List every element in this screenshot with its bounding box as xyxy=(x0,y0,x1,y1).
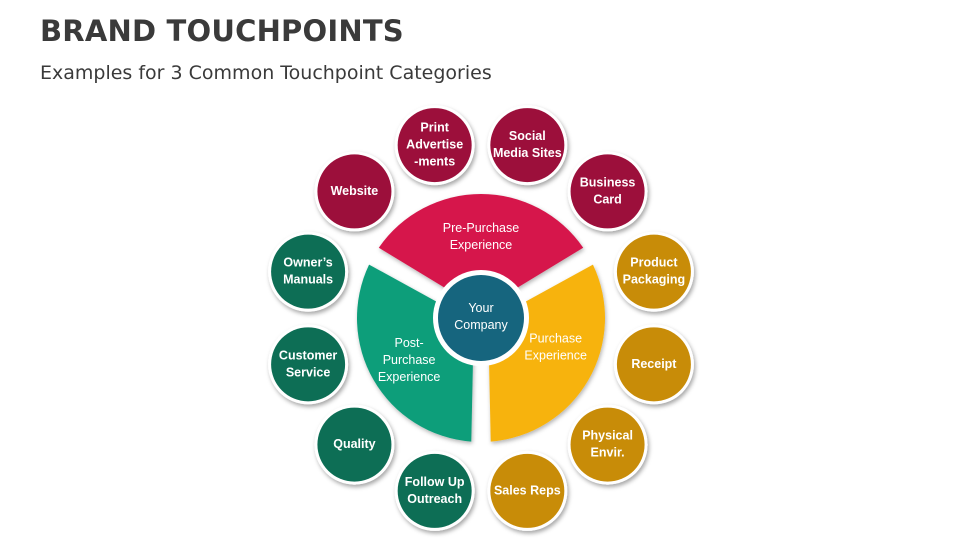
touchpoint-label-line: Receipt xyxy=(631,357,677,371)
touchpoint-bubble xyxy=(397,453,472,528)
center-label-line: Your xyxy=(468,301,493,315)
touchpoint-label-line: Media Sites xyxy=(493,146,562,160)
touchpoint-label-line: Envir. xyxy=(591,446,625,460)
segment-pre-purchase xyxy=(378,194,584,293)
touchpoint-bubble xyxy=(271,234,346,309)
touchpoint-label-line: Sales Reps xyxy=(494,483,561,497)
touchpoint-label: Follow Up Outreach xyxy=(405,475,465,506)
segment-label-pre-purchase-line: Experience xyxy=(450,238,513,252)
segment-label-pre-purchase-line: Pre-Purchase xyxy=(443,221,519,235)
page-title: BRAND TOUCHPOINTS xyxy=(40,14,404,48)
segment-label-post-purchase-line: Post- xyxy=(395,336,424,350)
touchpoint-bubble xyxy=(397,108,472,183)
segment-label-purchase-line: Experience xyxy=(524,349,587,363)
page-subtitle: Examples for 3 Common Touchpoint Categor… xyxy=(40,62,492,84)
segment-label-post-purchase-line: Experience xyxy=(378,370,441,384)
touchpoint-label-line: Print xyxy=(420,121,449,135)
touchpoint-label-line: Packaging xyxy=(623,273,686,287)
touchpoint-bubble xyxy=(490,108,565,183)
segment-label-purchase-line: Purchase xyxy=(529,332,582,346)
touchpoint-label-line: Customer xyxy=(279,348,337,362)
touchpoint-label-line: Follow Up xyxy=(405,475,465,489)
touchpoint-label: Receipt xyxy=(631,357,677,371)
touchpoint-label: Website xyxy=(331,184,379,198)
touchpoint-bubble xyxy=(490,453,565,528)
touchpoint-label: Quality xyxy=(333,437,375,451)
touchpoint-label-line: Service xyxy=(286,365,331,379)
touchpoint-label-line: Social xyxy=(509,129,546,143)
touchpoint-label-line: Card xyxy=(593,192,621,206)
touchpoint-bubble xyxy=(271,327,346,402)
touchpoint-label-line: Product xyxy=(630,256,678,270)
touchpoint-label-line: Business xyxy=(580,175,636,189)
touchpoint-label-line: Manuals xyxy=(283,273,333,287)
touchpoint-label: Sales Reps xyxy=(494,483,561,497)
touchpoint-label-line: Physical xyxy=(582,429,633,443)
center-label-line: Company xyxy=(454,318,508,332)
touchpoint-bubble xyxy=(317,407,392,482)
touchpoint-label-line: Website xyxy=(331,184,379,198)
center-circle xyxy=(438,275,524,361)
touchpoint-label-line: Advertise xyxy=(406,138,463,152)
touchpoint-label-line: Owner’s xyxy=(283,256,332,270)
touchpoint-label-line: Outreach xyxy=(407,492,462,506)
touchpoint-label-line: Quality xyxy=(333,437,375,451)
touchpoint-bubble xyxy=(317,154,392,229)
touchpoint-bubble xyxy=(570,154,645,229)
segment-label-post-purchase-line: Purchase xyxy=(383,353,436,367)
touchpoint-label-line: -ments xyxy=(414,155,455,169)
touchpoint-bubble xyxy=(616,234,691,309)
touchpoint-bubble xyxy=(570,407,645,482)
touchpoint-bubble xyxy=(616,327,691,402)
